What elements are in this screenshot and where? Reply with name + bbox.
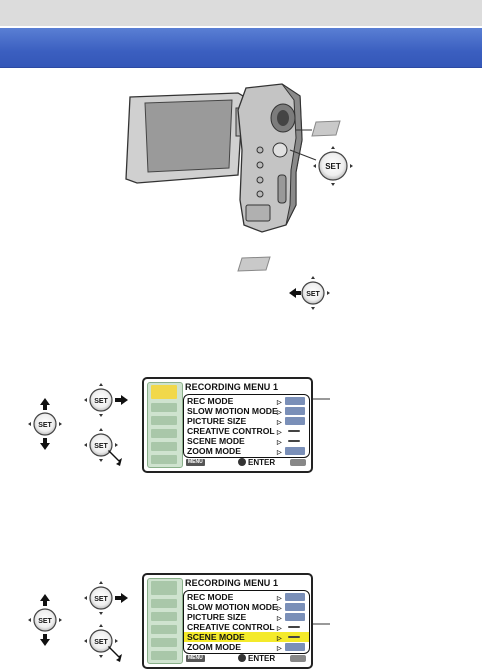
direction-arrow-icon bbox=[108, 646, 122, 662]
menu-item[interactable]: REC MODE▷ bbox=[184, 396, 309, 406]
menu-item-selected[interactable]: SCENE MODE▷ bbox=[184, 632, 309, 642]
sidebar-tab-icon[interactable] bbox=[151, 403, 177, 412]
menu-item[interactable]: ZOOM MODE▷ bbox=[184, 446, 309, 456]
menu-item[interactable]: CREATIVE CONTROL▷ bbox=[184, 622, 309, 632]
direction-arrow-icon bbox=[40, 398, 50, 450]
menu-item[interactable]: ZOOM MODE▷ bbox=[184, 642, 309, 652]
enter-label: ENTER bbox=[248, 458, 276, 467]
enter-label: ENTER bbox=[248, 654, 276, 663]
menu-item[interactable]: CREATIVE CONTROL▷ bbox=[184, 426, 309, 436]
exit-key-icon bbox=[290, 655, 306, 662]
set-button-label: SET bbox=[306, 291, 320, 298]
top-gray-bar bbox=[0, 0, 482, 26]
menu-item[interactable]: REC MODE▷ bbox=[184, 592, 309, 602]
menu-item[interactable]: SLOW MOTION MODE▷ bbox=[184, 406, 309, 416]
direction-arrow-icon bbox=[289, 288, 301, 298]
sidebar-tab-icon[interactable] bbox=[151, 442, 177, 451]
menu-screen-1: RECORDING MENU 1 REC MODE▷ SLOW MOTION M… bbox=[142, 377, 313, 473]
set-button-label: SET bbox=[38, 422, 52, 429]
set-button-label: SET bbox=[94, 398, 108, 405]
set-button-icon: SET bbox=[313, 146, 353, 186]
menu-footer: MENU ENTER bbox=[184, 654, 309, 664]
menu-item[interactable]: SCENE MODE▷ bbox=[184, 436, 309, 446]
sidebar-tab-icon[interactable] bbox=[151, 455, 177, 464]
set-button-label: SET bbox=[94, 596, 108, 603]
camera-illustration bbox=[125, 83, 303, 233]
direction-arrow-icon bbox=[115, 395, 128, 405]
set-button-label: SET bbox=[94, 443, 108, 450]
highlight-frame bbox=[183, 590, 310, 654]
menu-title: RECORDING MENU 1 bbox=[185, 382, 279, 392]
set-button-updown-icon: SET bbox=[28, 398, 62, 450]
menu-sidebar bbox=[147, 578, 183, 664]
menu-screen-2: RECORDING MENU 1 REC MODE▷ SLOW MOTION M… bbox=[142, 573, 313, 669]
direction-arrow-icon bbox=[108, 450, 122, 466]
set-dot-icon bbox=[238, 458, 246, 466]
set-button-label: SET bbox=[38, 618, 52, 625]
menu-key-label: MENU bbox=[186, 459, 205, 466]
sidebar-tab-icon[interactable] bbox=[151, 429, 177, 438]
recording-tab-icon[interactable] bbox=[151, 385, 177, 399]
set-dot-icon bbox=[238, 654, 246, 662]
set-button-right-icon: SET bbox=[84, 383, 128, 417]
direction-arrow-icon bbox=[115, 593, 128, 603]
set-button-press-icon: SET bbox=[84, 624, 122, 662]
sidebar-tab-icon[interactable] bbox=[151, 651, 177, 660]
sidebar-tab-icon[interactable] bbox=[151, 599, 177, 608]
sidebar-tab-icon[interactable] bbox=[151, 416, 177, 425]
menu-footer: MENU ENTER bbox=[184, 458, 309, 468]
sidebar-tab-icon[interactable] bbox=[151, 612, 177, 621]
sidebar-tab-icon[interactable] bbox=[151, 638, 177, 647]
menu-item[interactable]: PICTURE SIZE▷ bbox=[184, 612, 309, 622]
recording-tab-icon[interactable] bbox=[151, 581, 177, 595]
set-button-left-icon: SET bbox=[289, 276, 330, 310]
set-button-label: SET bbox=[325, 162, 341, 171]
menu-sidebar bbox=[147, 382, 183, 468]
set-button-updown-icon: SET bbox=[28, 594, 62, 646]
sidebar-tab-icon[interactable] bbox=[151, 625, 177, 634]
direction-arrow-icon bbox=[40, 594, 50, 646]
menu-key-label: MENU bbox=[186, 655, 205, 662]
menu-item[interactable]: PICTURE SIZE▷ bbox=[184, 416, 309, 426]
set-button-label: SET bbox=[94, 639, 108, 646]
menu-key-icon bbox=[311, 120, 341, 137]
set-button-right-icon: SET bbox=[84, 581, 128, 615]
set-button-press-icon: SET bbox=[84, 428, 122, 466]
menu-key-inline-icon bbox=[237, 256, 271, 272]
menu-title: RECORDING MENU 1 bbox=[185, 578, 279, 588]
exit-key-icon bbox=[290, 459, 306, 466]
section-header-bar bbox=[0, 28, 482, 68]
menu-item[interactable]: SLOW MOTION MODE▷ bbox=[184, 602, 309, 612]
highlight-frame bbox=[183, 394, 310, 458]
